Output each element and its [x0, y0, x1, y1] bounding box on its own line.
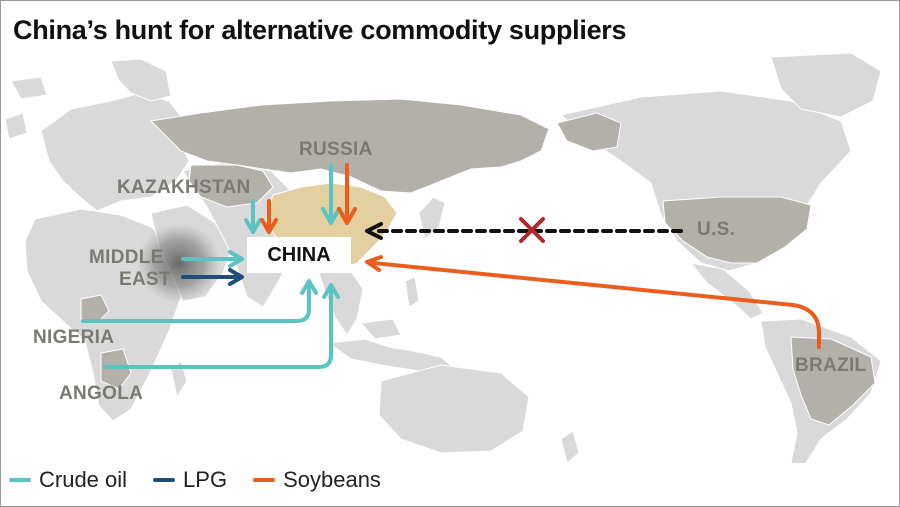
label-us: U.S. [697, 219, 736, 240]
legend: Crude oil LPG Soybeans [9, 465, 407, 495]
label-brazil: BRAZIL [795, 355, 867, 376]
blocked-cross-icon [519, 217, 545, 243]
legend-swatch-lpg [153, 478, 176, 482]
legend-swatch-soybeans [253, 478, 276, 482]
legend-swatch-crude-oil [9, 478, 31, 482]
legend-label-crude-oil: Crude oil [39, 467, 128, 492]
figure-title: China’s hunt for alternative commodity s… [13, 15, 627, 45]
label-china: CHINA [267, 243, 331, 266]
legend-item-lpg: LPG [153, 467, 227, 493]
highlighted-countries [80, 98, 876, 426]
label-angola: ANGOLA [59, 383, 144, 404]
legend-label-soybeans: Soybeans [283, 467, 381, 492]
legend-label-lpg: LPG [183, 467, 228, 492]
world-map [4, 53, 882, 463]
label-nigeria: NIGERIA [33, 327, 115, 348]
brazil-soy-arrow [371, 261, 821, 349]
label-middle-east-line2: EAST [119, 269, 171, 290]
legend-item-crude-oil: Crude oil [9, 467, 127, 493]
flow-arrows [81, 163, 821, 369]
legend-item-soybeans: Soybeans [253, 467, 381, 493]
nigeria-crude-arrow [81, 285, 311, 323]
label-kazakhstan: KAZAKHSTAN [117, 177, 251, 198]
china-label-box: CHINA [247, 237, 351, 273]
label-middle-east-line1: MIDDLE [89, 247, 164, 268]
label-russia: RUSSIA [299, 139, 373, 160]
middle-east-shade [137, 223, 221, 303]
angola-crude-arrow [103, 289, 333, 369]
